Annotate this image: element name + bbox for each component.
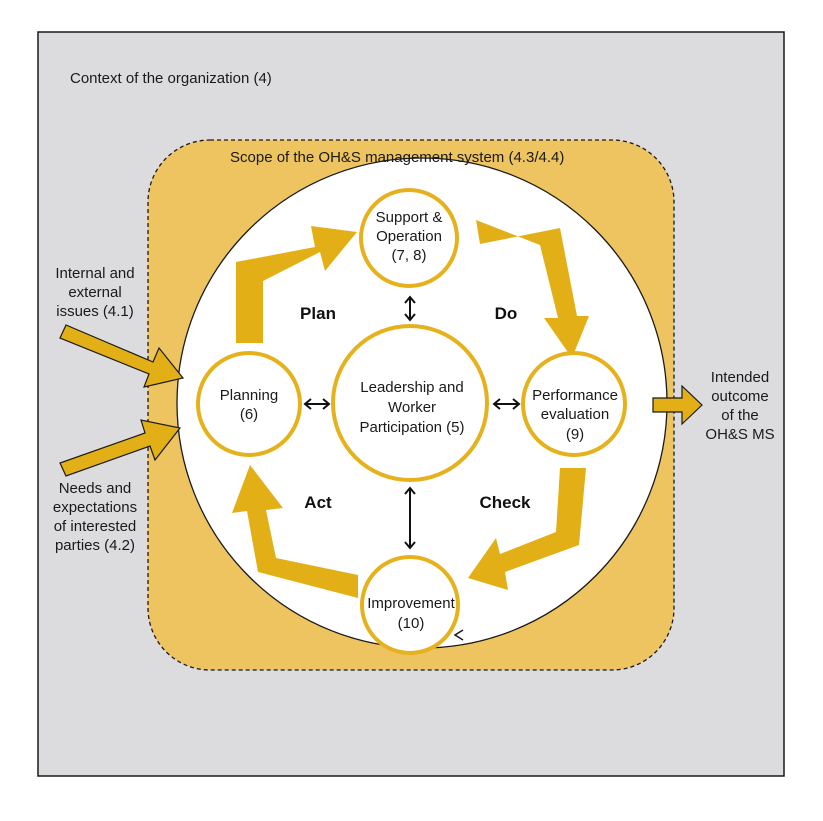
check-label: Check [479, 493, 531, 512]
performance-node [521, 351, 627, 457]
leadership-node [331, 324, 489, 482]
performance-label-2: evaluation [541, 406, 609, 423]
planning-label-2: (6) [240, 406, 258, 423]
planning-label-1: Planning [220, 387, 278, 404]
performance-label-3: (9) [566, 426, 584, 443]
circle-arrowhead-icon [453, 629, 464, 641]
scope-label: Scope of the OH&S management system (4.3… [230, 149, 565, 166]
leadership-label-1: Leadership and [360, 379, 463, 396]
leadership-label-2: Worker [388, 399, 436, 416]
support-label-2: Operation [376, 228, 442, 245]
check-arrow-icon [468, 468, 586, 590]
do-label: Do [495, 304, 518, 323]
context-label: Context of the organization (4) [70, 70, 272, 87]
improvement-label-2: (10) [398, 615, 425, 632]
act-arrow-icon [232, 465, 358, 598]
plan-label: Plan [300, 304, 336, 323]
needs-label: Needs and expectations of interested par… [52, 480, 138, 554]
do-arrow-icon [476, 220, 589, 358]
act-label: Act [304, 493, 332, 512]
internal-issues-arrow-icon [59, 324, 185, 388]
support-node [359, 188, 459, 288]
improvement-label-1: Improvement [367, 595, 455, 612]
support-label-3: (7, 8) [391, 247, 426, 264]
outcome-label: Intended outcome of the OH&S MS [705, 369, 775, 443]
improvement-node [360, 555, 460, 655]
performance-label-1: Performance [532, 387, 618, 404]
connector-arrows [303, 295, 521, 550]
internal-issues-label: Internal and external issues (4.1) [55, 265, 135, 320]
plan-arrow-icon [236, 226, 357, 343]
support-label-1: Support & [376, 209, 443, 226]
leadership-label-3: Participation (5) [359, 419, 464, 436]
outcome-arrow-icon [652, 384, 703, 426]
needs-arrow-icon [59, 419, 182, 477]
planning-node [196, 351, 302, 457]
pdca-arrows [232, 220, 589, 598]
